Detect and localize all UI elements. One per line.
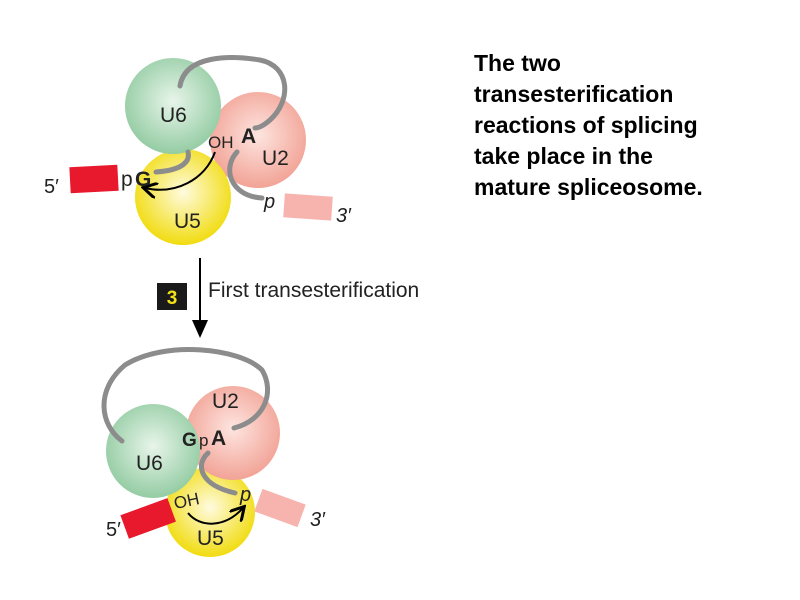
- u2-snrnp: [186, 386, 280, 480]
- p-label: p: [199, 431, 208, 450]
- branch-a-label: A: [211, 427, 226, 450]
- exon-2: [254, 488, 306, 528]
- intron-3-end: [198, 450, 238, 496]
- three-prime-label: 3′: [310, 509, 326, 531]
- intron-lariat: [101, 347, 271, 444]
- step-number: 3: [167, 288, 178, 309]
- p3-label: p: [239, 484, 251, 506]
- bottom-complex: U6 U2 U5 G p A OH p 5′ 3′: [101, 347, 326, 557]
- step-number-box: [157, 283, 187, 310]
- intron-3-end: [227, 149, 265, 201]
- caption-line: reactions of splicing: [474, 112, 698, 138]
- attack-arrow: [145, 151, 216, 190]
- p-label: p: [121, 168, 133, 191]
- p3-label: p: [263, 191, 275, 213]
- u6-label: U6: [136, 452, 163, 475]
- u5-label: U5: [197, 527, 224, 550]
- intron-lariat-loop: [177, 55, 288, 131]
- intron-5-end: [153, 149, 191, 175]
- step-label: First transesterification: [208, 279, 419, 302]
- oh-label: OH: [172, 489, 201, 513]
- g-label: G: [135, 168, 151, 191]
- caption-line: mature spliceosome.: [474, 174, 703, 200]
- top-complex: U6 U2 U5 OH A p G 5′ p 3′: [44, 55, 352, 245]
- u6-snrnp: [106, 404, 200, 498]
- attack-arrow: [187, 508, 243, 525]
- u6-snrnp: [125, 58, 221, 154]
- u6-label: U6: [160, 104, 187, 127]
- five-prime-label: 5′: [44, 176, 59, 198]
- three-prime-label: 3′: [336, 205, 352, 227]
- u5-snrnp: [165, 467, 255, 557]
- caption: The two transesterification reactions of…: [474, 48, 703, 203]
- u2-label: U2: [212, 390, 239, 413]
- caption-line: transesterification: [474, 81, 674, 107]
- exon-1: [69, 164, 119, 194]
- branch-a-label: A: [241, 125, 256, 148]
- exon-2: [283, 193, 333, 221]
- g-label: G: [182, 430, 197, 451]
- caption-line: The two: [474, 50, 561, 76]
- exon-1: [120, 498, 176, 539]
- caption-line: take place in the: [474, 143, 653, 169]
- u5-label: U5: [174, 210, 201, 233]
- u2-label: U2: [262, 147, 289, 170]
- five-prime-label: 5′: [106, 519, 121, 541]
- u2-snrnp: [210, 92, 306, 188]
- oh-label: OH: [208, 133, 234, 152]
